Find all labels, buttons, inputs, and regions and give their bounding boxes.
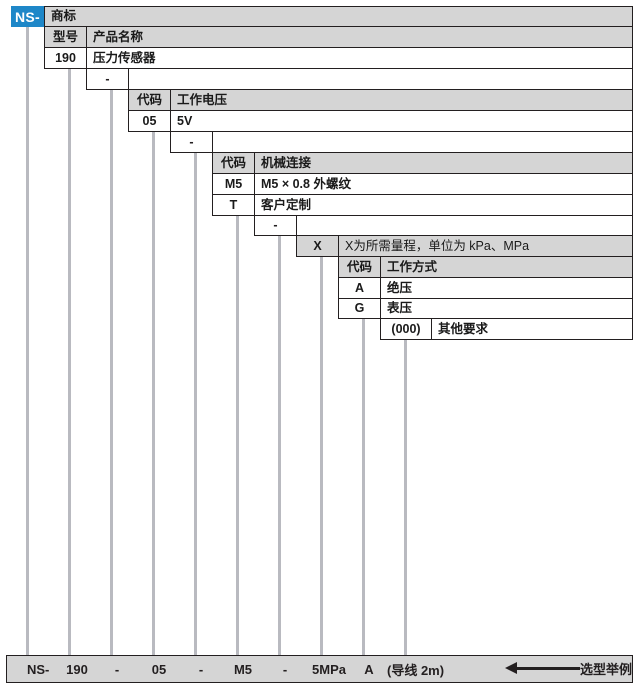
mechanical-row-desc-t: 客户定制	[254, 194, 633, 216]
connector-line-model-dash	[110, 89, 113, 655]
mechanical-row-code-m5: M5	[212, 173, 255, 195]
connector-line-range	[320, 256, 323, 655]
connector-line-brand	[26, 26, 29, 655]
other-code-cell: (000)	[380, 318, 432, 340]
example-part-05: 05	[151, 661, 167, 677]
connector-line-other	[404, 339, 407, 655]
mechanical-row-code-t: T	[212, 194, 255, 216]
model-row-code: 190	[44, 47, 87, 69]
example-part-ns: NS-	[27, 661, 50, 677]
other-desc-cell: 其他要求	[431, 318, 633, 340]
brand-code-box: NS-	[11, 6, 44, 27]
model-separator-filler	[128, 68, 633, 90]
model-code-header: 型号	[44, 26, 87, 48]
workmode-code-header: 代码	[338, 256, 381, 278]
range-note-cell: X为所需量程，单位为 kPa、MPa	[338, 235, 633, 257]
mechanical-separator-cell: -	[254, 215, 297, 236]
example-part-note: (导线 2m)	[387, 662, 445, 678]
voltage-row-desc: 5V	[170, 110, 633, 132]
connector-line-voltage	[152, 131, 155, 655]
mechanical-row-desc-m5: M5 × 0.8 外螺纹	[254, 173, 633, 195]
connector-line-voltage-dash	[194, 152, 197, 655]
connector-line-mech-dash	[278, 235, 281, 655]
workmode-row-code-g: G	[338, 298, 381, 319]
example-part-dash-3: -	[282, 661, 288, 677]
voltage-code-header: 代码	[128, 89, 171, 111]
example-part-mode: A	[364, 661, 374, 677]
example-part-range: 5MPa	[312, 661, 346, 677]
voltage-separator-filler	[212, 131, 633, 153]
example-part-m5: M5	[233, 661, 253, 677]
example-arrow-icon	[505, 661, 580, 675]
model-desc-header: 产品名称	[86, 26, 633, 48]
range-code-cell: X	[296, 235, 339, 257]
model-row-desc: 压力传感器	[86, 47, 633, 69]
mechanical-code-header: 代码	[212, 152, 255, 174]
workmode-row-desc-a: 绝压	[380, 277, 633, 299]
brand-label-cell: 商标	[44, 6, 633, 27]
voltage-desc-header: 工作电压	[170, 89, 633, 111]
workmode-desc-header: 工作方式	[380, 256, 633, 278]
workmode-row-code-a: A	[338, 277, 381, 299]
example-part-dash-1: -	[114, 661, 120, 677]
connector-line-mechanical	[236, 215, 239, 655]
model-separator-cell: -	[86, 68, 129, 90]
voltage-separator-cell: -	[170, 131, 213, 153]
example-part-dash-2: -	[198, 661, 204, 677]
example-part-190: 190	[66, 661, 88, 677]
connector-line-workmode	[362, 318, 365, 655]
connector-line-model	[68, 68, 71, 655]
voltage-row-code: 05	[128, 110, 171, 132]
workmode-row-desc-g: 表压	[380, 298, 633, 319]
mechanical-desc-header: 机械连接	[254, 152, 633, 174]
mechanical-separator-filler	[296, 215, 633, 236]
example-annotation-label: 选型举例	[580, 662, 633, 677]
